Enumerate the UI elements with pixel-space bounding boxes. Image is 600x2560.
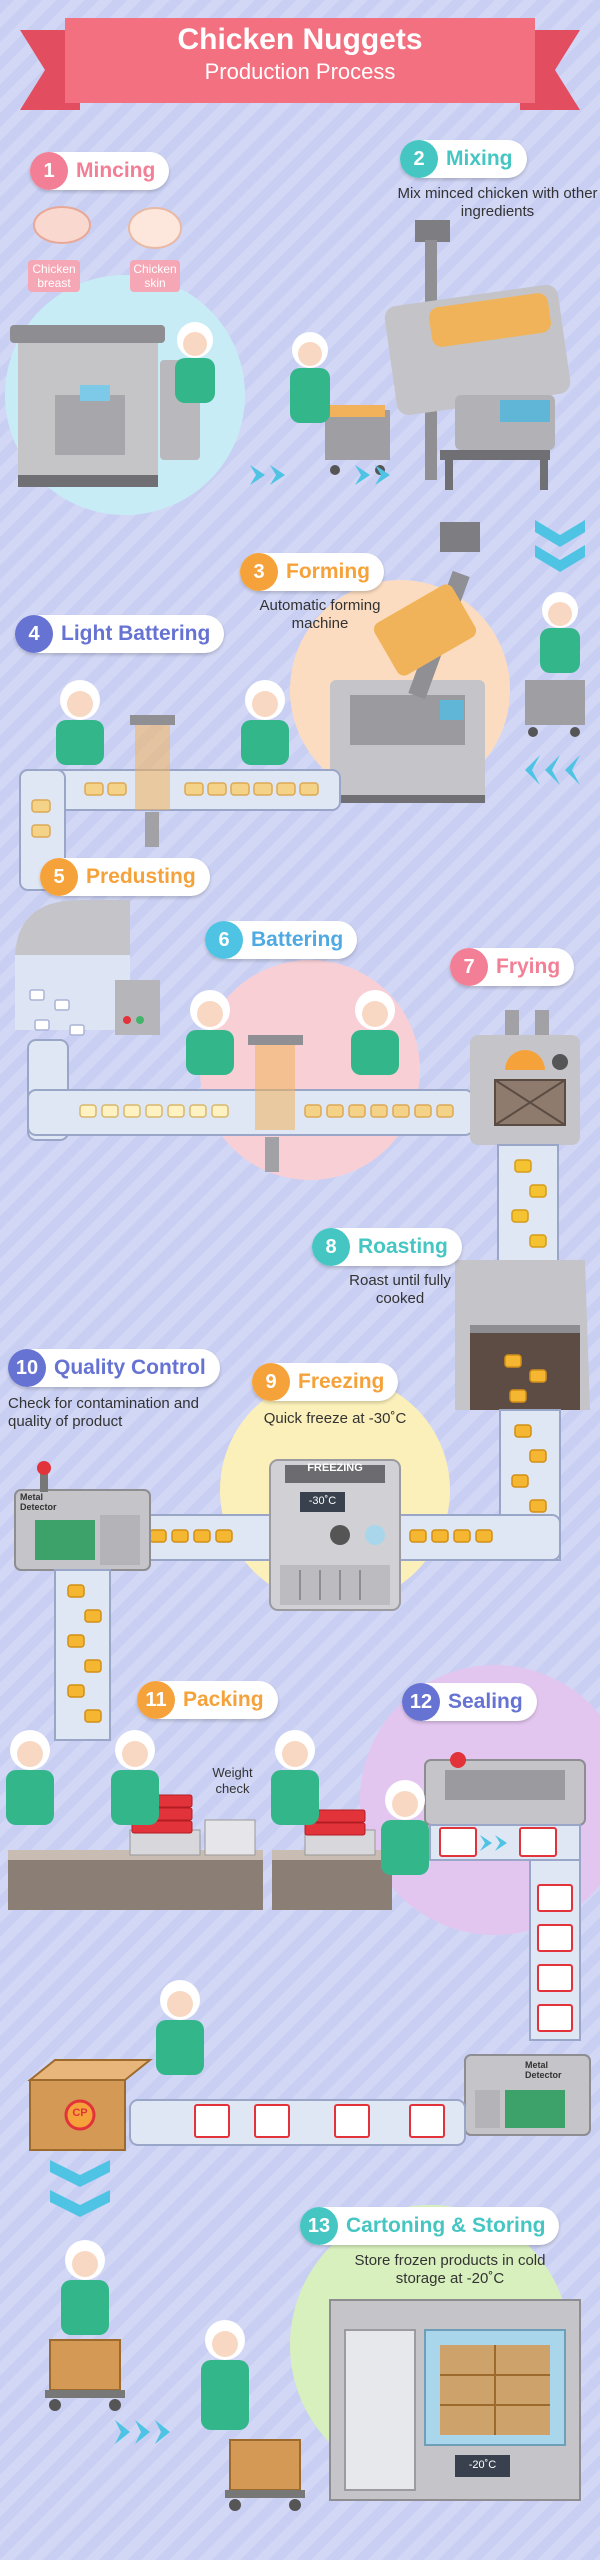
chicken-skin-label: Chicken skin	[130, 260, 180, 292]
step-7-label: Frying	[496, 955, 561, 978]
arrows-sealing	[480, 1835, 507, 1851]
nuggets-row-5	[67, 1584, 102, 1723]
roasting-oven	[455, 1260, 590, 1410]
carton-box	[27, 2059, 153, 2151]
cart-2	[525, 680, 585, 737]
step-13-badge: 13 Cartoning & Storing	[300, 2207, 560, 2245]
forming-machine	[330, 522, 485, 803]
step-12-number: 12	[402, 1683, 440, 1721]
step-7-badge: 7 Frying	[450, 948, 575, 986]
arrows-forming-left	[525, 755, 580, 785]
step-11-badge: 11 Packing	[137, 1681, 278, 1719]
step-8-badge: 8 Roasting	[312, 1228, 462, 1266]
arrows-mixing-down	[535, 520, 585, 572]
title-line-1: Chicken Nuggets	[177, 23, 423, 56]
roasted-nuggets	[504, 1354, 547, 1403]
step-2-badge: 2 Mixing	[400, 140, 527, 178]
step-12-badge: 12 Sealing	[402, 1683, 537, 1721]
step-9-number: 9	[252, 1363, 290, 1401]
step-2-number: 2	[400, 140, 438, 178]
step-8-label: Roasting	[358, 1235, 448, 1258]
chicken-breast-label: Chicken breast	[28, 260, 80, 292]
step-3-number: 3	[240, 553, 278, 591]
cart-1	[325, 405, 390, 475]
step-3-badge: 3 Forming	[240, 553, 384, 591]
arrows-mincing-to-mixing	[250, 465, 390, 485]
step-1-number: 1	[30, 152, 68, 190]
nuggets-row-1	[31, 782, 319, 838]
metal-detector-final	[464, 2054, 591, 2136]
freezer-machine	[269, 1459, 401, 1611]
step-10-description: Check for contamination and quality of p…	[8, 1395, 199, 1430]
step-13-number: 13	[300, 2207, 338, 2245]
chicken-skin-piece	[128, 207, 182, 249]
step-4-badge: 4 Light Battering	[15, 615, 225, 653]
step-9-label: Freezing	[298, 1370, 385, 1393]
nuggets-row-4	[149, 1424, 547, 1543]
arrows-to-storage	[115, 2420, 170, 2444]
step-9-badge: 9 Freezing	[252, 1363, 399, 1401]
storage-temperature: -20˚C	[468, 2459, 497, 2471]
predusting-machine	[15, 900, 160, 1035]
step-10-label: Quality Control	[54, 1356, 206, 1379]
step-8-number: 8	[312, 1228, 350, 1266]
step-2-label: Mixing	[446, 147, 513, 170]
step-3-description: Automatic forming machine	[259, 597, 381, 632]
arrows-cartoning-down	[50, 2160, 110, 2217]
cart-cartons-1	[45, 2339, 125, 2411]
step-8-description: Roast until fully cooked	[349, 1272, 451, 1307]
step-1-label: Mincing	[76, 159, 156, 182]
step-5-number: 5	[40, 858, 78, 896]
nuggets-row-2	[79, 1104, 229, 1118]
step-10-badge: 10 Quality Control	[8, 1349, 220, 1387]
step-6-number: 6	[205, 921, 243, 959]
nuggets-row-3	[304, 1104, 454, 1118]
step-9-description: Quick freeze at -30˚C	[263, 1410, 407, 1427]
metal-detector-qc	[14, 1461, 151, 1571]
step-6-label: Battering	[251, 928, 344, 951]
step-6-badge: 6 Battering	[205, 921, 358, 959]
weight-check-label: Weight check	[212, 1765, 253, 1796]
step-5-label: Predusting	[86, 865, 196, 888]
step-1-badge: 1 Mincing	[30, 152, 170, 190]
freezer-temperature: -30˚C	[308, 1495, 337, 1507]
step-2-description: Mix minced chicken with other ingredient…	[397, 185, 598, 220]
step-13-description: Store frozen products in cold storage at…	[354, 2252, 546, 2287]
chicken-breast-piece	[33, 206, 91, 244]
step-13-label: Cartoning & Storing	[346, 2214, 546, 2237]
fried-nuggets	[511, 1159, 547, 1248]
packs-row-final	[194, 2104, 445, 2138]
fryer-machine	[470, 1010, 580, 1145]
step-4-label: Light Battering	[61, 622, 211, 645]
step-7-number: 7	[450, 948, 488, 986]
cold-storage	[329, 2299, 581, 2501]
step-4-number: 4	[15, 615, 53, 653]
sealed-packs	[439, 1827, 557, 1857]
step-3-label: Forming	[286, 560, 370, 583]
packs-descending	[537, 1884, 573, 2032]
title-ribbon	[20, 18, 580, 110]
workers	[6, 322, 580, 2430]
metal-detector-label-qc: Metal Detector	[20, 1492, 57, 1512]
cart-cartons-2	[225, 2439, 305, 2511]
step-10-number: 10	[8, 1349, 46, 1387]
step-5-badge: 5 Predusting	[40, 858, 210, 896]
step-12-label: Sealing	[448, 1690, 523, 1713]
mixing-machine	[384, 220, 571, 490]
mincing-machine	[10, 325, 200, 487]
freezing-sign: FREEZING	[307, 1462, 363, 1474]
step-11-label: Packing	[183, 1688, 264, 1711]
metal-detector-label-final: Metal Detector	[525, 2060, 562, 2080]
step-11-number: 11	[137, 1681, 175, 1719]
carton-brand-logo: CP	[72, 2107, 88, 2119]
title-line-2: Production Process	[204, 59, 396, 84]
